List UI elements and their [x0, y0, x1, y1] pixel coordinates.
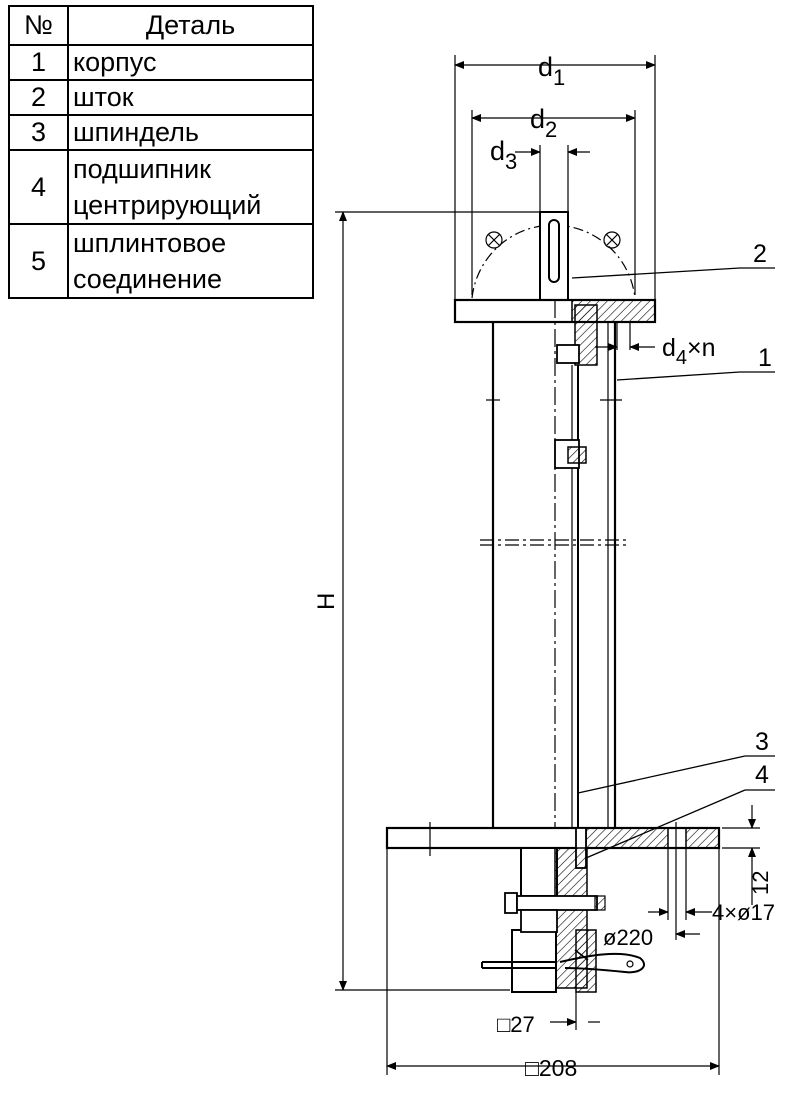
bottom-flange: [385, 822, 721, 856]
table-row: 2 шток: [8, 79, 314, 116]
dimension-12: 12: [722, 805, 773, 905]
row-num: 4: [8, 149, 69, 225]
leader-part-4: 4: [585, 761, 775, 859]
svg-text:2: 2: [753, 240, 767, 268]
svg-text:3: 3: [755, 728, 769, 756]
row-num: 1: [8, 44, 69, 81]
dimension-sq208: □208: [386, 848, 720, 1081]
svg-text:4×ø17: 4×ø17: [712, 900, 775, 925]
row-num: 5: [8, 223, 69, 299]
body-housing: [480, 322, 630, 828]
svg-text:H: H: [313, 593, 340, 610]
stem: [539, 211, 569, 303]
svg-text:12: 12: [748, 871, 773, 895]
row-num: 2: [8, 79, 69, 116]
leader-part-2: 2: [571, 240, 775, 279]
dimension-d220: ø220: [603, 856, 700, 950]
svg-text:4: 4: [755, 761, 769, 789]
dimension-d1: d1: [454, 52, 656, 300]
svg-text:□208: □208: [525, 1055, 577, 1081]
svg-text:d4×n: d4×n: [662, 334, 716, 369]
svg-text:d3: d3: [490, 136, 517, 174]
dimension-d2: d2: [471, 104, 636, 295]
row-num: 3: [8, 114, 69, 151]
dimension-d4xn: d4×n: [595, 322, 716, 369]
svg-text:□27: □27: [497, 1012, 535, 1037]
cotter-pin: [559, 949, 645, 974]
header-part: Деталь: [67, 5, 314, 46]
leader-part-1: 1: [616, 344, 775, 381]
svg-text:1: 1: [758, 344, 772, 372]
svg-text:ø220: ø220: [603, 925, 653, 950]
leader-part-3: 3: [577, 728, 775, 794]
table-row: 3 шпиндель: [8, 114, 314, 151]
row-name: шпиндель: [67, 114, 314, 151]
bolt-hole-left: [485, 231, 503, 249]
table-row: 1 корпус: [8, 44, 314, 81]
header-num: №: [8, 5, 69, 46]
svg-text:d2: d2: [530, 104, 557, 142]
bolt-hole-right: [603, 231, 621, 249]
svg-text:d1: d1: [538, 52, 565, 90]
row-name: корпус: [67, 44, 314, 81]
parts-table: № Деталь 1 корпус 2 шток 3 шпиндель 4 по…: [8, 5, 314, 299]
dimension-sq27: □27: [497, 992, 600, 1037]
dimension-H: H: [313, 211, 540, 991]
bearing-assembly: [481, 827, 606, 993]
dimension-d3: d3: [490, 136, 590, 215]
table-header-row: № Деталь: [8, 5, 314, 46]
row-name: шток: [67, 79, 314, 116]
dimension-4x17: 4×ø17: [648, 848, 775, 925]
